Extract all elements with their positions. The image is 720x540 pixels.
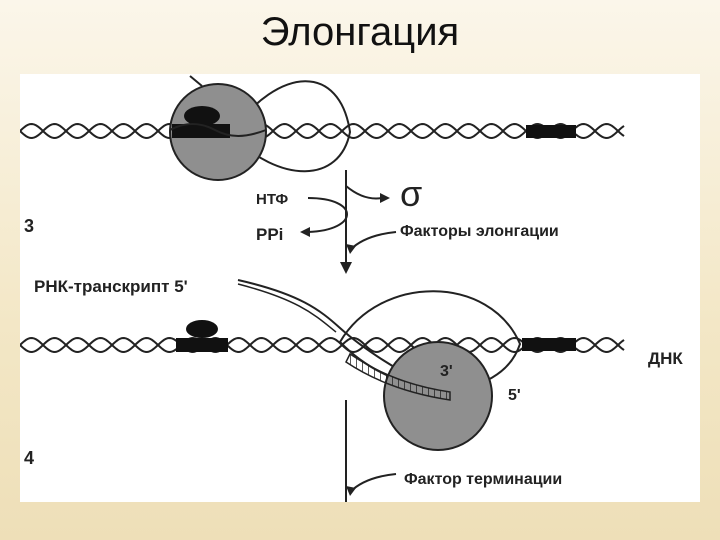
elongation-factor-arrow <box>349 231 397 251</box>
step-3-number: 3 <box>24 216 34 236</box>
sigma-release-arrow <box>345 185 383 200</box>
three-prime-label: 3' <box>440 363 453 380</box>
step-4-number: 4 <box>24 448 34 468</box>
dna-label: ДНК <box>648 349 683 368</box>
sigma-factor-bottom <box>186 320 218 338</box>
terminator-block-bottom <box>522 338 576 351</box>
diagram-panel: НТФ σ PPi Факторы элонгации 3 РНК-транск… <box>20 74 700 502</box>
promoter-block-top <box>172 124 230 138</box>
progress-arrow-head <box>340 262 352 274</box>
termination-factor-arrow <box>349 473 397 493</box>
ntp-ppi-curve <box>307 197 348 233</box>
ntp-label: НТФ <box>256 191 288 208</box>
promoter-block-bottom <box>176 338 228 352</box>
sigma-factor-top <box>184 106 220 126</box>
slide-title: Элонгация <box>260 10 460 54</box>
sigma-label: σ <box>400 173 422 214</box>
terminator-block-top <box>526 125 576 138</box>
dna-helix-top <box>20 122 625 140</box>
ppi-label: PPi <box>256 225 283 244</box>
rna-dna-hybrid <box>345 352 451 401</box>
five-prime-label: 5' <box>508 387 521 404</box>
elongation-diagram: НТФ σ PPi Факторы элонгации 3 РНК-транск… <box>20 75 683 502</box>
rna-transcript-label: РНК-транскрипт 5' <box>34 277 188 296</box>
elongation-factors-label: Факторы элонгации <box>400 223 559 240</box>
termination-factor-label: Фактор терминации <box>404 471 562 488</box>
transcription-bubble-top <box>229 80 352 173</box>
